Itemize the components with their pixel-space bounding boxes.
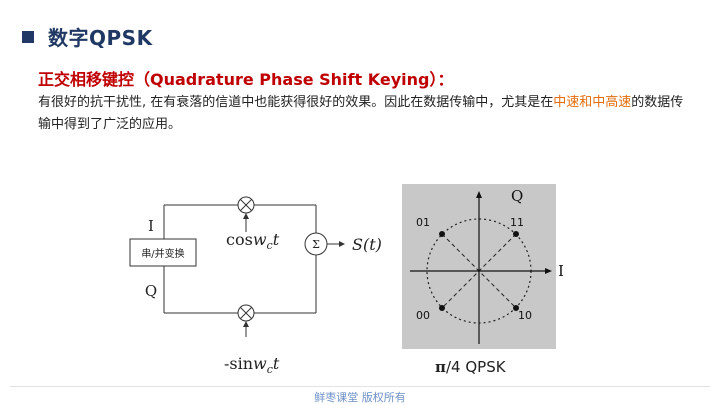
qpsk-constellation: 01 11 00 10 Q I [402, 184, 564, 349]
title-row: 数字QPSK [22, 22, 153, 51]
constellation-point [513, 305, 519, 311]
point-label-01: 01 [416, 216, 430, 229]
cos-carrier-label: coswct [226, 230, 280, 252]
description-highlight: 中速和中高速 [553, 95, 632, 110]
i-axis-label: I [558, 262, 564, 280]
point-label-11: 11 [510, 216, 524, 229]
q-mixer-icon [237, 304, 255, 322]
pi-symbol: π [435, 358, 446, 376]
serial-parallel-converter [129, 238, 197, 267]
constellation-point [439, 305, 445, 311]
output-signal-label: S(t) [352, 235, 382, 254]
description-paragraph: 有很好的抗干扰性, 在有衰落的信道中也能获得很好的效果。因此在数据传输中，尤其是… [38, 92, 688, 136]
footer-divider [10, 386, 710, 387]
i-mixer-icon [237, 196, 255, 214]
constellation-point [439, 231, 445, 237]
q-branch-label: Q [145, 282, 157, 300]
converter-label: 串/并变换 [141, 247, 184, 260]
summer-icon: Σ [304, 232, 328, 256]
i-branch-label: I [148, 217, 154, 235]
sigma-label: Σ [312, 238, 320, 251]
subheading: 正交相移键控（Quadrature Phase Shift Keying）： [38, 70, 454, 89]
sin-carrier-label: -sinwct [224, 354, 280, 376]
caption-text: /4 QPSK [445, 358, 506, 376]
page-title: 数字QPSK [48, 26, 153, 50]
title-bullet-icon [22, 30, 34, 43]
qpsk-modulator-diagram: 串/并变换 I Q Σ S(t) coswct -sinwct [129, 196, 382, 376]
q-axis-label: Q [511, 187, 523, 205]
description-text-part2: 的数据传输中得到了广泛的应用。 [38, 95, 684, 132]
point-label-10: 10 [518, 309, 532, 322]
description-text-part1: 有很好的抗干扰性, 在有衰落的信道中也能获得很好的效果。因此在数据传输中，尤其是… [38, 95, 554, 110]
point-label-00: 00 [416, 309, 430, 322]
constellation-caption: π/4 QPSK [435, 358, 506, 376]
constellation-point [513, 231, 519, 237]
footer-copyright: 鲜枣课堂 版权所有 [314, 391, 406, 404]
